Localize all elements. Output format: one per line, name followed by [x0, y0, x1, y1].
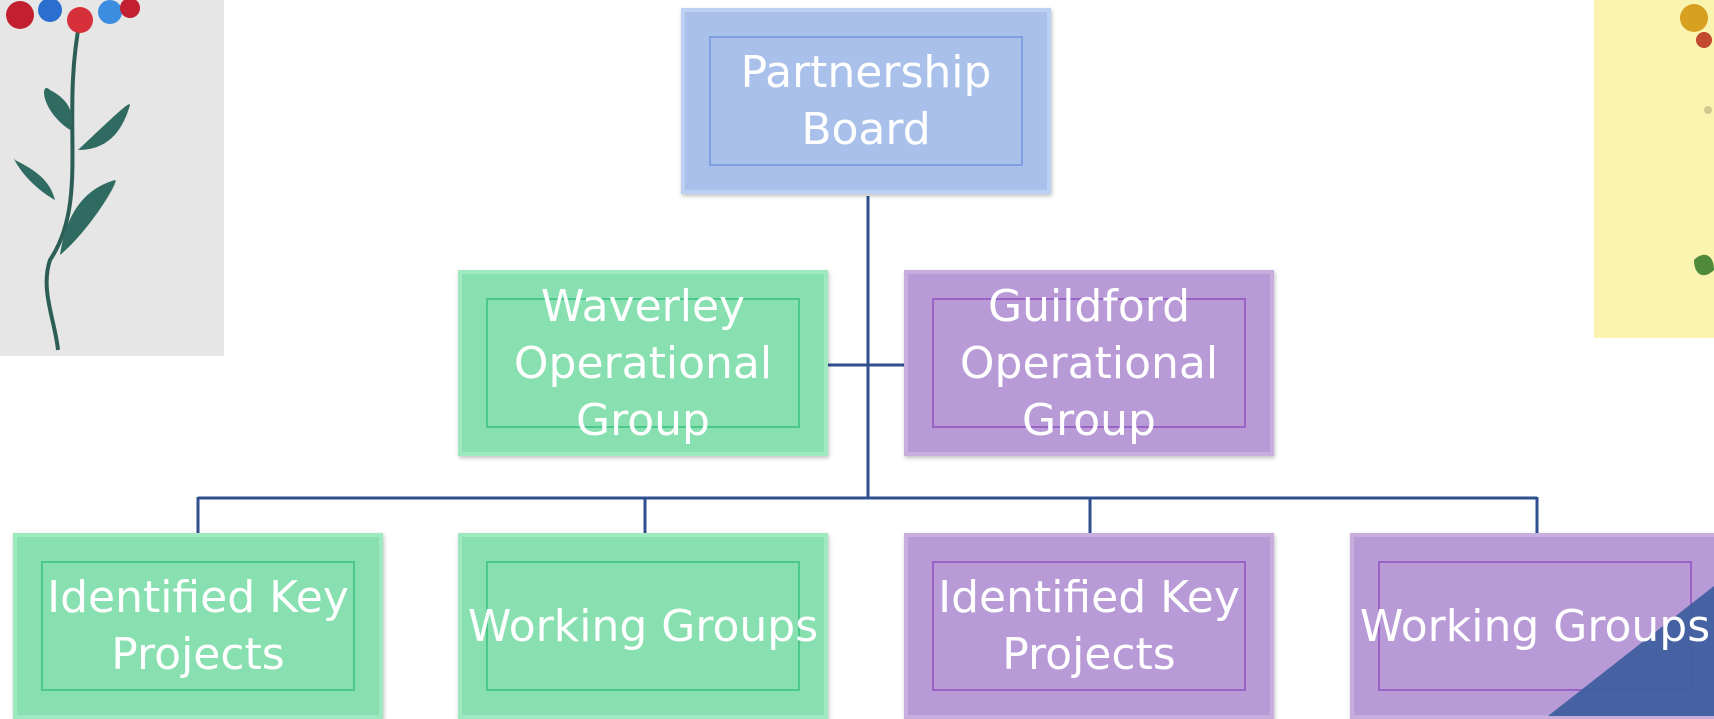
yellow-illustration [1594, 0, 1714, 338]
guildford-working-groups-label: Working Groups [1359, 600, 1711, 652]
waverley-working-groups-label: Working Groups [467, 600, 819, 652]
guildford-operational-group-node: Guildford Operational Group [904, 270, 1274, 456]
flower-illustration [0, 0, 224, 356]
waverley-operational-group-label: Waverley Operational Group [513, 280, 773, 446]
waverley-key-projects-node: Identified Key Projects [13, 533, 383, 719]
corner-accent-shape [1548, 586, 1714, 716]
waverley-operational-group-node: Waverley Operational Group [458, 270, 828, 456]
guildford-operational-group-label: Guildford Operational Group [959, 280, 1219, 446]
waverley-working-groups-node: Working Groups [458, 533, 828, 719]
waverley-key-projects-label: Identified Key Projects [47, 572, 349, 680]
partnership-board-node: Partnership Board [681, 8, 1051, 194]
partnership-board-label: Partnership Board [740, 47, 992, 155]
guildford-key-projects-label: Identified Key Projects [938, 572, 1240, 680]
guildford-key-projects-node: Identified Key Projects [904, 533, 1274, 719]
